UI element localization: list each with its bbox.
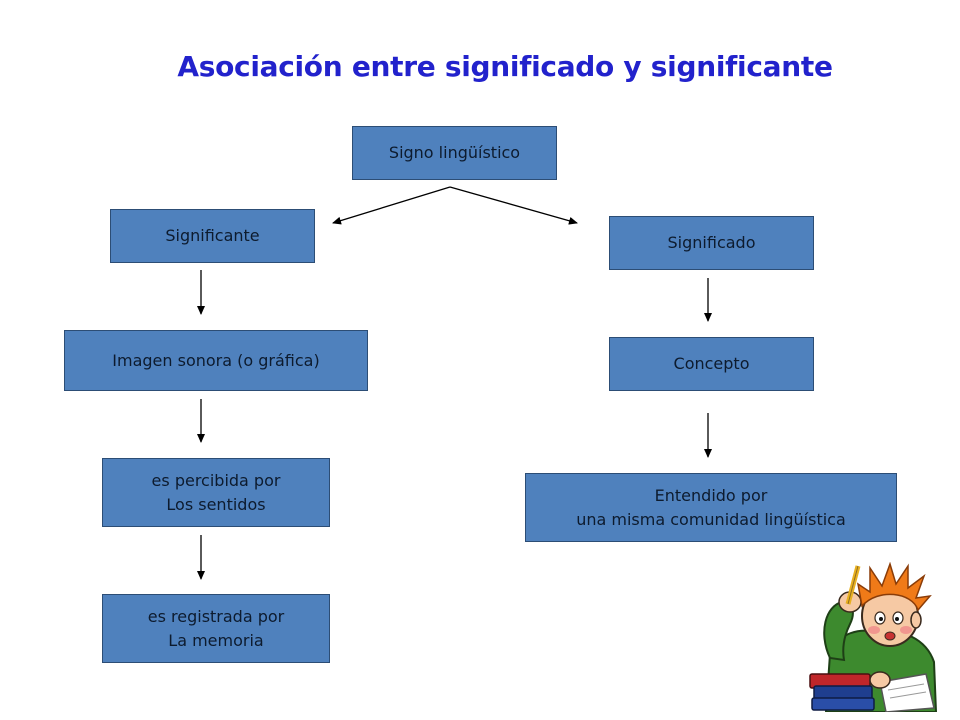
node-label-line-2: Los sentidos (166, 494, 266, 514)
node-label-line-1: es registrada por (147, 606, 285, 626)
node-label: Significante (165, 226, 260, 245)
node-label: Significado (667, 233, 756, 252)
node-label: Signo lingüístico (388, 143, 521, 162)
node-percibida-por-sentidos: es percibida por Los sentidos (102, 458, 330, 527)
node-entendido-por-comunidad: Entendido por una misma comunidad lingüí… (525, 473, 897, 542)
node-significado: Significado (609, 216, 814, 270)
arrow-signo-to-significante (332, 186, 451, 225)
node-label-line-1: es percibida por (151, 470, 281, 490)
node-signo-linguistico: Signo lingüístico (352, 126, 557, 180)
arrow-signo-to-significado (449, 186, 578, 225)
node-label-line-2: una misma comunidad lingüística (576, 509, 846, 529)
node-imagen-sonora: Imagen sonora (o gráfica) (64, 330, 368, 391)
node-label-line-2: La memoria (168, 630, 264, 650)
page-title: Asociación entre significado y significa… (177, 50, 833, 83)
node-registrada-por-memoria: es registrada por La memoria (102, 594, 330, 663)
student-thinking-clipart-icon (809, 562, 938, 712)
node-significante: Significante (110, 209, 315, 263)
node-label: Concepto (673, 354, 750, 373)
node-label: Imagen sonora (o gráfica) (112, 350, 320, 370)
node-concepto: Concepto (609, 337, 814, 391)
node-label-line-1: Entendido por (654, 485, 768, 505)
